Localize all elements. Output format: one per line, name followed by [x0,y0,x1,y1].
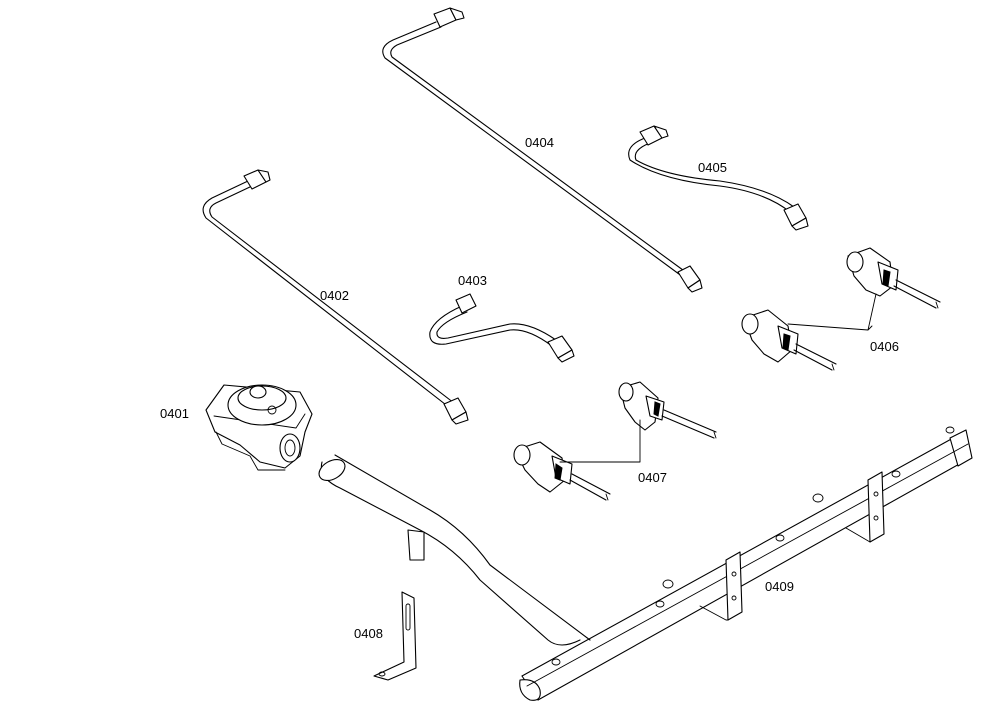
fitting-nut [433,7,465,28]
fitting-nut [783,203,809,231]
part-0409-manifold [318,426,973,701]
part-label-0407: 0407 [638,470,667,485]
part-0407-valve [618,381,717,439]
part-label-0406: 0406 [870,339,899,354]
fitting-nut [443,397,469,425]
fitting-nut [243,169,271,190]
part-0406-valve [741,309,837,371]
part-label-0404: 0404 [525,135,554,150]
part-label-0405: 0405 [698,160,727,175]
part-0406-valve [846,247,941,309]
part-label-0409: 0409 [765,579,794,594]
part-0407-valve [513,441,611,501]
part-0402-pipe [202,169,469,425]
fitting-nut [677,265,703,293]
part-0404-pipe [382,7,703,293]
part-label-0408: 0408 [354,626,383,641]
leader-line-0406 [787,293,877,331]
part-0401-regulator [205,384,313,471]
fitting-nut [547,335,575,363]
fitting-nut [639,125,669,146]
part-0408-bracket [373,591,417,681]
part-label-0401: 0401 [160,406,189,421]
part-0403-pipe [429,293,575,363]
part-0405-pipe [628,125,809,231]
fitting-nut [455,293,477,314]
part-label-0403: 0403 [458,273,487,288]
leader-line-0407 [559,419,641,463]
part-label-0402: 0402 [320,288,349,303]
